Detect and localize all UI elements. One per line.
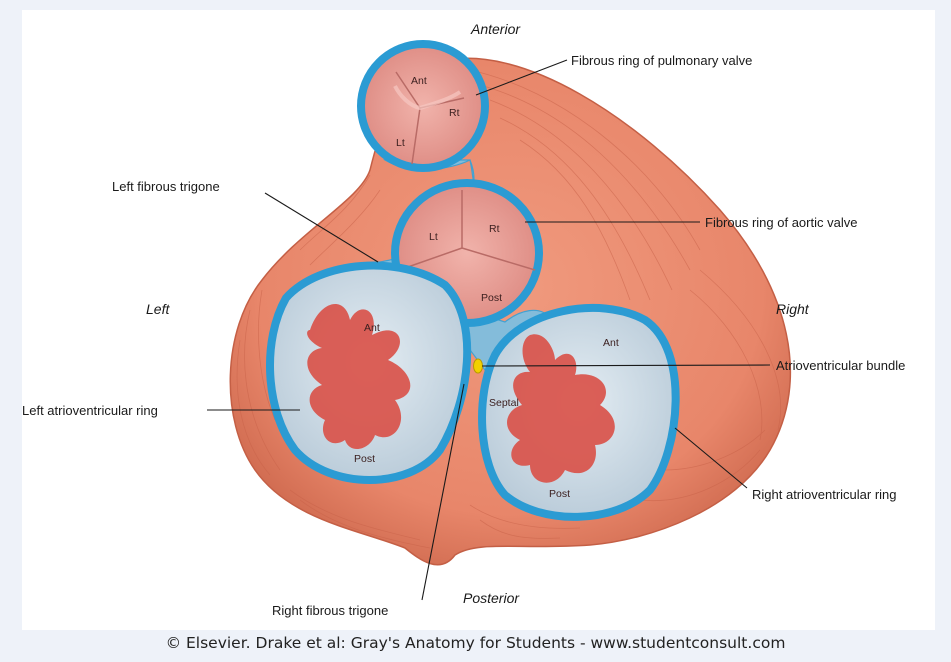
right-av-orifice: Ant Septal Post xyxy=(482,308,676,517)
tricuspid-cusp-ant: Ant xyxy=(603,337,619,349)
av-bundle-marker xyxy=(474,359,483,373)
label-right-av-ring: Right atrioventricular ring xyxy=(752,487,897,502)
mitral-cusp-ant: Ant xyxy=(364,322,380,334)
label-pulmonary-ring: Fibrous ring of pulmonary valve xyxy=(571,53,752,68)
orientation-left: Left xyxy=(146,301,170,317)
pulmonary-cusp-rt: Rt xyxy=(449,107,460,119)
tricuspid-cusp-post: Post xyxy=(549,488,570,500)
label-aortic-ring: Fibrous ring of aortic valve xyxy=(705,215,857,230)
mitral-cusp-post: Post xyxy=(354,453,375,465)
aortic-cusp-rt: Rt xyxy=(489,223,500,235)
orientation-right: Right xyxy=(776,301,810,317)
aortic-cusp-lt: Lt xyxy=(429,231,438,243)
label-left-trigone: Left fibrous trigone xyxy=(112,179,220,194)
label-left-av-ring: Left atrioventricular ring xyxy=(22,403,158,418)
aortic-cusp-post: Post xyxy=(481,292,502,304)
label-right-trigone: Right fibrous trigone xyxy=(272,603,388,618)
pulmonary-cusp-ant: Ant xyxy=(411,75,427,87)
orientation-anterior: Anterior xyxy=(470,21,521,37)
tricuspid-cusp-septal: Septal xyxy=(489,397,519,409)
label-av-bundle: Atrioventricular bundle xyxy=(776,358,905,373)
copyright-credit: © Elsevier. Drake et al: Gray's Anatomy … xyxy=(0,634,951,652)
left-av-orifice: Ant Post xyxy=(270,266,467,480)
orientation-posterior: Posterior xyxy=(463,590,520,606)
pulmonary-cusp-lt: Lt xyxy=(396,137,405,149)
pulmonary-valve: Ant Rt Lt xyxy=(361,44,485,168)
